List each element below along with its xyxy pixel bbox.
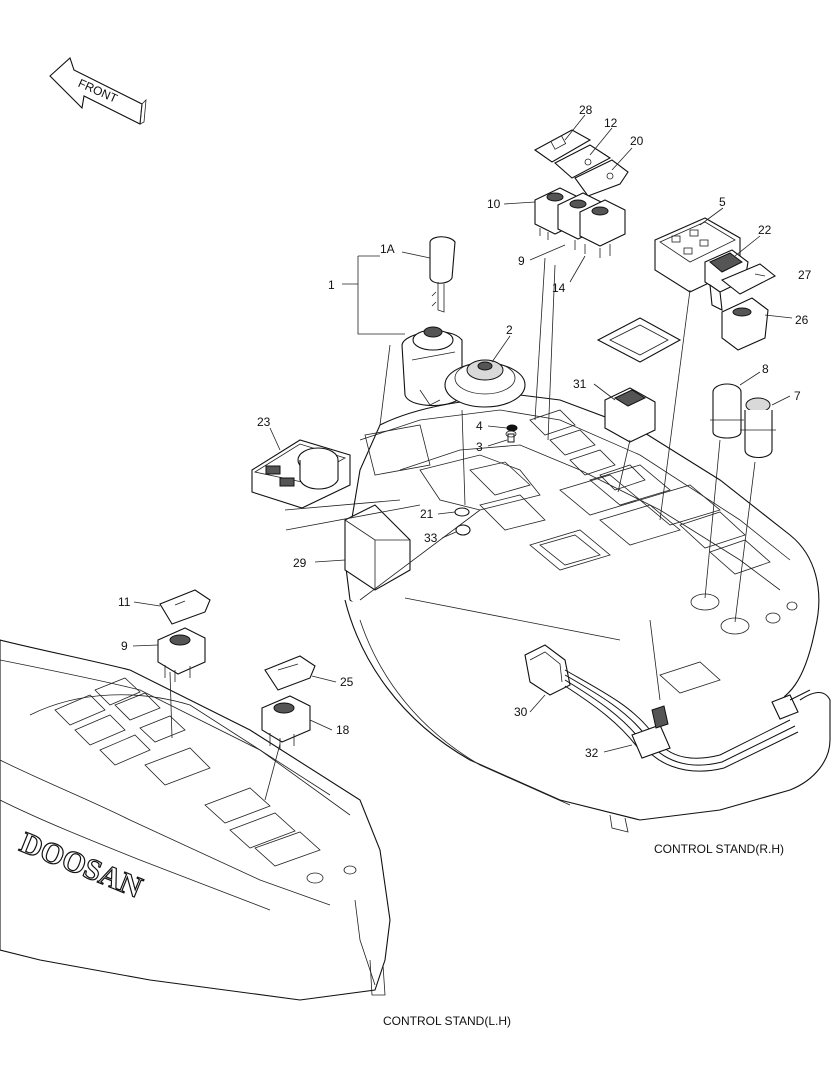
part-label-3: 3	[476, 440, 483, 454]
bolts	[505, 424, 518, 443]
part-labels: 28 12 20 10 9 14 5 22 27 26 1A 1 2 31 8 …	[118, 103, 812, 760]
switch-caps-top	[533, 129, 629, 197]
part-label-14: 14	[552, 281, 566, 295]
knob-8	[710, 383, 744, 439]
switch-cap-25	[264, 655, 316, 691]
part-label-5: 5	[719, 195, 726, 209]
part-label-26: 26	[795, 313, 809, 327]
part-label-21: 21	[420, 507, 434, 521]
part-label-31: 31	[573, 377, 587, 391]
ignition-key	[429, 236, 456, 313]
knob-7	[740, 397, 776, 459]
control-stand-left	[0, 639, 391, 1001]
wire-harness	[524, 644, 811, 772]
part-label-32: 32	[585, 746, 599, 760]
part-label-28: 28	[579, 103, 593, 117]
caption-control-stand-right: CONTROL STAND(R.H)	[654, 842, 784, 856]
part-label-9-left: 9	[121, 639, 128, 653]
rocker-switch-32	[631, 705, 671, 759]
part-label-27: 27	[798, 268, 812, 282]
part-label-22: 22	[758, 223, 772, 237]
part-label-2: 2	[506, 323, 513, 337]
control-stand-right	[344, 394, 831, 833]
switch-blocks	[534, 187, 626, 258]
part-label-1A: 1A	[380, 242, 395, 256]
part-label-20: 20	[630, 134, 644, 148]
part-label-23: 23	[257, 415, 271, 429]
part-label-4: 4	[476, 419, 483, 433]
part-label-11: 11	[118, 595, 131, 609]
switch-body-18	[261, 695, 311, 750]
joystick-panel-23	[251, 439, 351, 509]
cover-plate-31	[596, 317, 682, 443]
part-label-9-right: 9	[518, 254, 525, 268]
part-label-12: 12	[604, 116, 618, 130]
part-label-25: 25	[340, 675, 354, 689]
switch-body-9	[157, 627, 206, 682]
switch-cap-11	[159, 589, 211, 625]
cover-block-29	[344, 504, 411, 591]
part-label-30: 30	[514, 705, 528, 719]
rotary-dial	[444, 359, 526, 408]
part-label-18: 18	[336, 723, 350, 737]
part-label-7: 7	[794, 389, 801, 403]
part-label-10: 10	[487, 197, 501, 211]
caption-control-stand-left: CONTROL STAND(L.H)	[383, 1014, 511, 1028]
washer-21	[454, 507, 470, 517]
part-label-29: 29	[293, 556, 307, 570]
part-label-33: 33	[424, 531, 438, 545]
leader-lines	[132, 114, 793, 801]
front-arrow: FRONT	[49, 57, 147, 125]
part-label-8: 8	[762, 362, 769, 376]
nut-33	[455, 524, 471, 536]
part-label-1: 1	[328, 278, 335, 292]
control-panel-5	[654, 217, 777, 351]
